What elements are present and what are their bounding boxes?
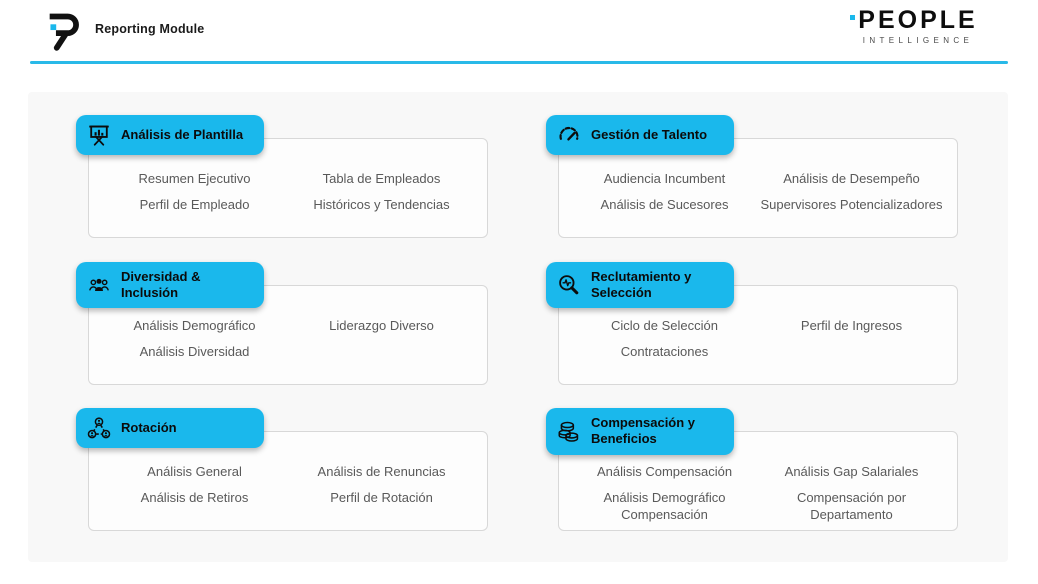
report-link[interactable]: Análisis de Renuncias xyxy=(317,464,446,479)
report-link[interactable]: Análisis de Desempeño xyxy=(783,171,920,186)
top-header: Reporting Module PEOPLE INTELLIGENCE xyxy=(0,0,1038,62)
report-link[interactable]: Análisis Gap Salariales xyxy=(784,464,919,479)
header-divider xyxy=(30,61,1008,64)
card-links: Análisis Compensación Análisis Gap Salari… xyxy=(559,432,957,533)
report-link[interactable]: Análisis de Sucesores xyxy=(600,197,729,213)
people-network-icon xyxy=(86,415,112,441)
report-link[interactable]: Resumen Ejecutivo xyxy=(138,171,251,186)
card-header-rotacion[interactable]: Rotación xyxy=(76,408,264,448)
card-title: Análisis de Plantilla xyxy=(121,126,244,142)
report-link[interactable]: Análisis General xyxy=(147,464,242,479)
brand-logo: PEOPLE INTELLIGENCE xyxy=(838,8,998,45)
report-link[interactable]: Perfil de Empleado xyxy=(139,197,250,213)
report-link[interactable]: Audiencia Incumbent xyxy=(603,171,726,186)
report-link[interactable]: Análisis Demográfico Compensación xyxy=(603,490,726,522)
report-link[interactable]: Análisis Compensación xyxy=(596,464,733,479)
card-title: Compensación y Beneficios xyxy=(591,415,696,447)
report-link[interactable]: Ciclo de Selección xyxy=(611,317,718,333)
report-link[interactable]: Históricos y Tendencias xyxy=(313,197,450,213)
report-link[interactable]: Liderazgo Diverso xyxy=(329,317,434,333)
report-link[interactable]: Compensación por Departamento xyxy=(796,490,907,522)
card-title: Diversidad & Inclusión xyxy=(121,268,201,300)
card-header-compensacion-beneficios[interactable]: Compensación y Beneficios xyxy=(546,408,734,455)
card-header-reclutamiento-seleccion[interactable]: Reclutamiento y Selección xyxy=(546,261,734,308)
card-header-analisis-plantilla[interactable]: Análisis de Plantilla xyxy=(76,115,264,155)
card-header-gestion-talento[interactable]: Gestión de Talento xyxy=(546,115,734,155)
presentation-chart-icon xyxy=(86,122,112,148)
brand-name: PEOPLE xyxy=(850,8,977,33)
report-link[interactable]: Análisis Diversidad xyxy=(139,343,250,359)
brand-subtitle: INTELLIGENCE xyxy=(862,36,974,45)
card-title: Gestión de Talento xyxy=(591,126,708,142)
brand-square-icon xyxy=(850,15,856,20)
gauge-icon xyxy=(556,122,582,148)
coins-icon xyxy=(556,418,582,444)
report-link[interactable]: Tabla de Empleados xyxy=(322,171,441,186)
card-header-diversidad-inclusion[interactable]: Diversidad & Inclusión xyxy=(76,261,264,308)
report-link[interactable]: Análisis de Retiros xyxy=(140,490,249,506)
reporting-module-logo-icon xyxy=(40,6,86,52)
report-link[interactable]: Perfil de Ingresos xyxy=(800,317,903,333)
report-link[interactable]: Perfil de Rotación xyxy=(330,490,433,506)
card-title: Reclutamiento y Selección xyxy=(591,268,692,300)
app-title: Reporting Module xyxy=(95,22,205,36)
magnifier-pulse-icon xyxy=(556,272,582,298)
people-group-icon xyxy=(86,272,112,298)
card-title: Rotación xyxy=(121,419,177,435)
report-link[interactable]: Análisis Demográfico xyxy=(133,317,256,333)
report-link[interactable]: Supervisores Potencializadores xyxy=(760,197,943,213)
report-link[interactable]: Contrataciones xyxy=(620,343,709,359)
card-links: Audiencia Incumbent Análisis de Desempeño… xyxy=(559,139,957,224)
